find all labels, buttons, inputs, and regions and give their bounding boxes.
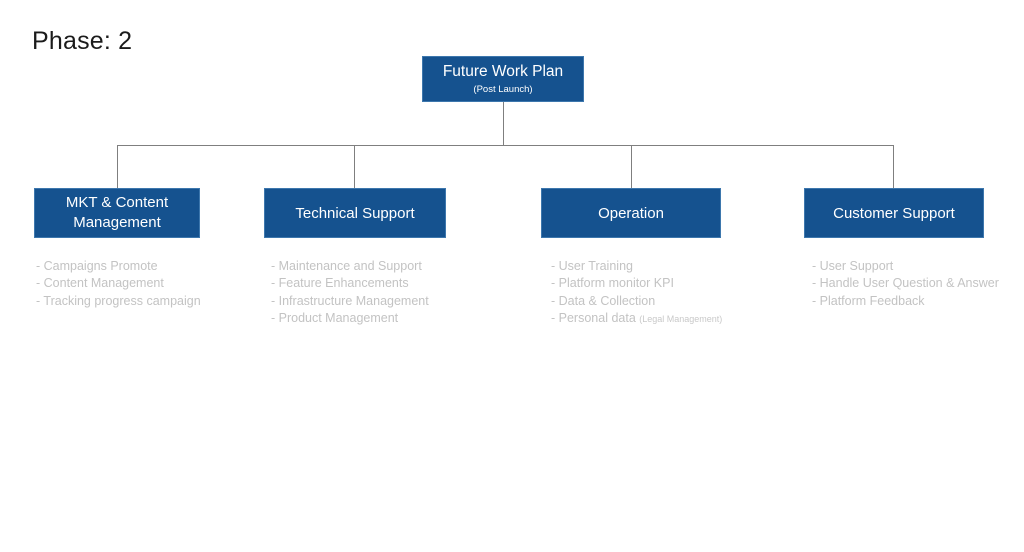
connector-drop-customer (893, 145, 894, 188)
list-item-text: - Campaigns Promote (36, 259, 158, 273)
list-item: - Maintenance and Support (271, 258, 429, 275)
list-item: - Feature Enhancements (271, 275, 429, 292)
list-item-text: - Platform Feedback (812, 293, 925, 308)
bullet-list-technical-support: - Maintenance and Support - Feature Enha… (271, 258, 429, 327)
list-item: - Infrastructure Management (271, 293, 429, 310)
node-customer-support[interactable]: Customer Support (804, 188, 984, 238)
node-title: Operation (598, 204, 664, 222)
node-title: Technical Support (295, 204, 415, 222)
node-subtitle: (Post Launch) (473, 84, 533, 95)
connector-drop-mkt (117, 145, 118, 188)
list-item-text: - Maintenance and Support (271, 259, 422, 273)
node-operation[interactable]: Operation (541, 188, 721, 238)
page-title: Phase: 2 (32, 27, 133, 55)
list-item-text: - Feature Enhancements (271, 276, 409, 291)
node-mkt-content-management[interactable]: MKT & Content Management (34, 188, 200, 238)
node-title-line1: MKT & Content (65, 194, 169, 211)
node-title: MKT & Content Management (60, 193, 174, 233)
node-title: Customer Support (833, 204, 955, 222)
list-item-text: - Platform monitor KPI (551, 276, 674, 291)
list-item-text: - Product Management (271, 310, 399, 325)
connector-root-stem (503, 102, 504, 146)
list-item-note: (Legal Management) (639, 313, 723, 324)
list-item-text: - Infrastructure Management (271, 293, 429, 308)
list-item: - Platform monitor KPI (551, 275, 722, 292)
connector-horizontal-bus (117, 145, 894, 146)
list-item: - Data & Collection (551, 293, 722, 310)
bullet-list-operation: - User Training - Platform monitor KPI -… (551, 258, 722, 327)
list-item: - Product Management (271, 310, 429, 327)
node-technical-support[interactable]: Technical Support (264, 188, 446, 238)
list-item-text: - User Training (551, 259, 633, 273)
list-item-text: - User Support (812, 259, 894, 273)
list-item: - Platform Feedback (812, 293, 999, 310)
list-item: - Personal data (Legal Management) (551, 310, 722, 327)
list-item-text: - Personal data (551, 310, 640, 325)
list-item: - Campaigns Promote (36, 258, 201, 275)
list-item: - User Training (551, 258, 722, 275)
list-item: - Tracking progress campaign (36, 293, 201, 310)
list-item: - Content Management (36, 275, 201, 292)
connector-drop-operation (631, 145, 632, 188)
node-future-work-plan[interactable]: Future Work Plan (Post Launch) (422, 56, 584, 102)
list-item-text: - Data & Collection (551, 293, 656, 308)
connector-drop-technical (354, 145, 355, 188)
bullet-list-customer-support: - User Support - Handle User Question & … (812, 258, 999, 310)
list-item: - User Support (812, 258, 999, 275)
list-item: - Handle User Question & Answer (812, 275, 999, 292)
list-item-text: - Handle User Question & Answer (812, 276, 999, 291)
list-item-text: - Content Management (36, 276, 164, 291)
node-title: Future Work Plan (442, 63, 564, 80)
node-title-line2: Management (73, 214, 161, 231)
bullet-list-mkt-content-management: - Campaigns Promote - Content Management… (36, 258, 201, 310)
list-item-text: - Tracking progress campaign (36, 293, 201, 308)
